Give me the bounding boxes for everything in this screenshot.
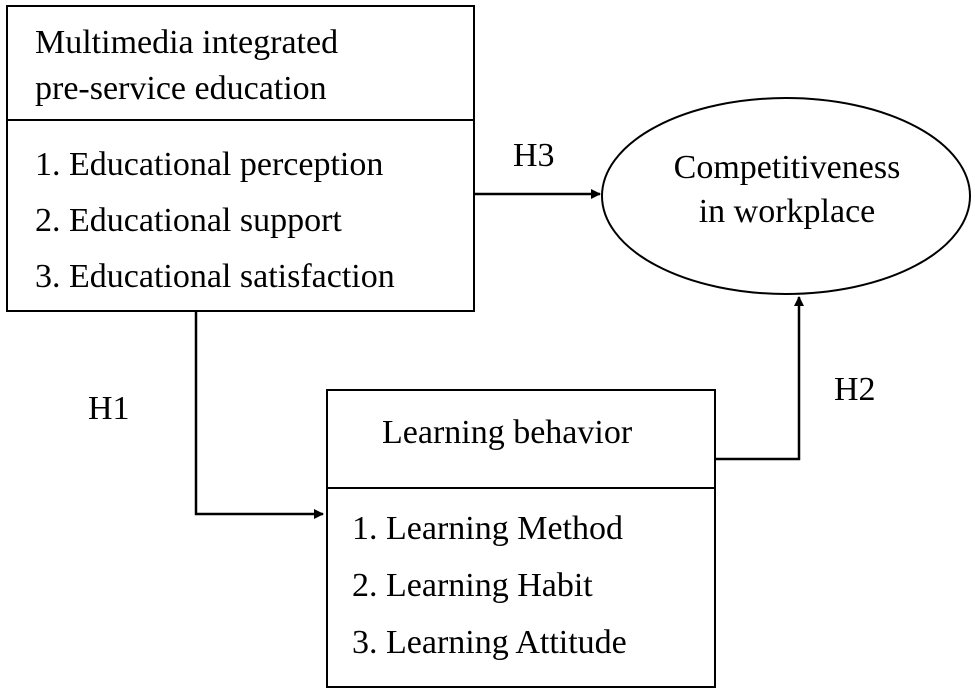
learning-box-title: Learning behavior [382, 414, 633, 451]
hypothesis-h3-label: H3 [513, 137, 555, 174]
hypothesis-h2-label: H2 [834, 371, 876, 408]
learning-box-item: 1. Learning Method [352, 510, 623, 547]
multimedia-box-item: 3. Educational satisfaction [35, 258, 395, 295]
h1-arrow [194, 312, 324, 519]
multimedia-box-title-line-1: Multimedia integrated [35, 24, 339, 61]
outcome-label-line-1: Competitiveness [673, 149, 901, 186]
multimedia-box-item: 2. Educational support [35, 202, 342, 239]
learning-behavior-box: Learning behavior 1. Learning Method 2. … [326, 389, 716, 688]
multimedia-box-item: 1. Educational perception [35, 146, 384, 183]
learning-box-item: 2. Learning Habit [352, 567, 593, 604]
learning-box-item: 3. Learning Attitude [352, 624, 627, 661]
multimedia-education-box: Multimedia integrated pre-service educat… [6, 5, 475, 312]
outcome-ellipse [601, 97, 971, 295]
multimedia-box-title-line-2: pre-service education [35, 70, 327, 107]
h2-arrow [716, 296, 804, 461]
outcome-label-line-2: in workplace [698, 193, 876, 230]
learning-box-header [328, 391, 714, 489]
multimedia-box-header [8, 7, 473, 121]
hypothesis-h1-label: H1 [88, 390, 130, 427]
